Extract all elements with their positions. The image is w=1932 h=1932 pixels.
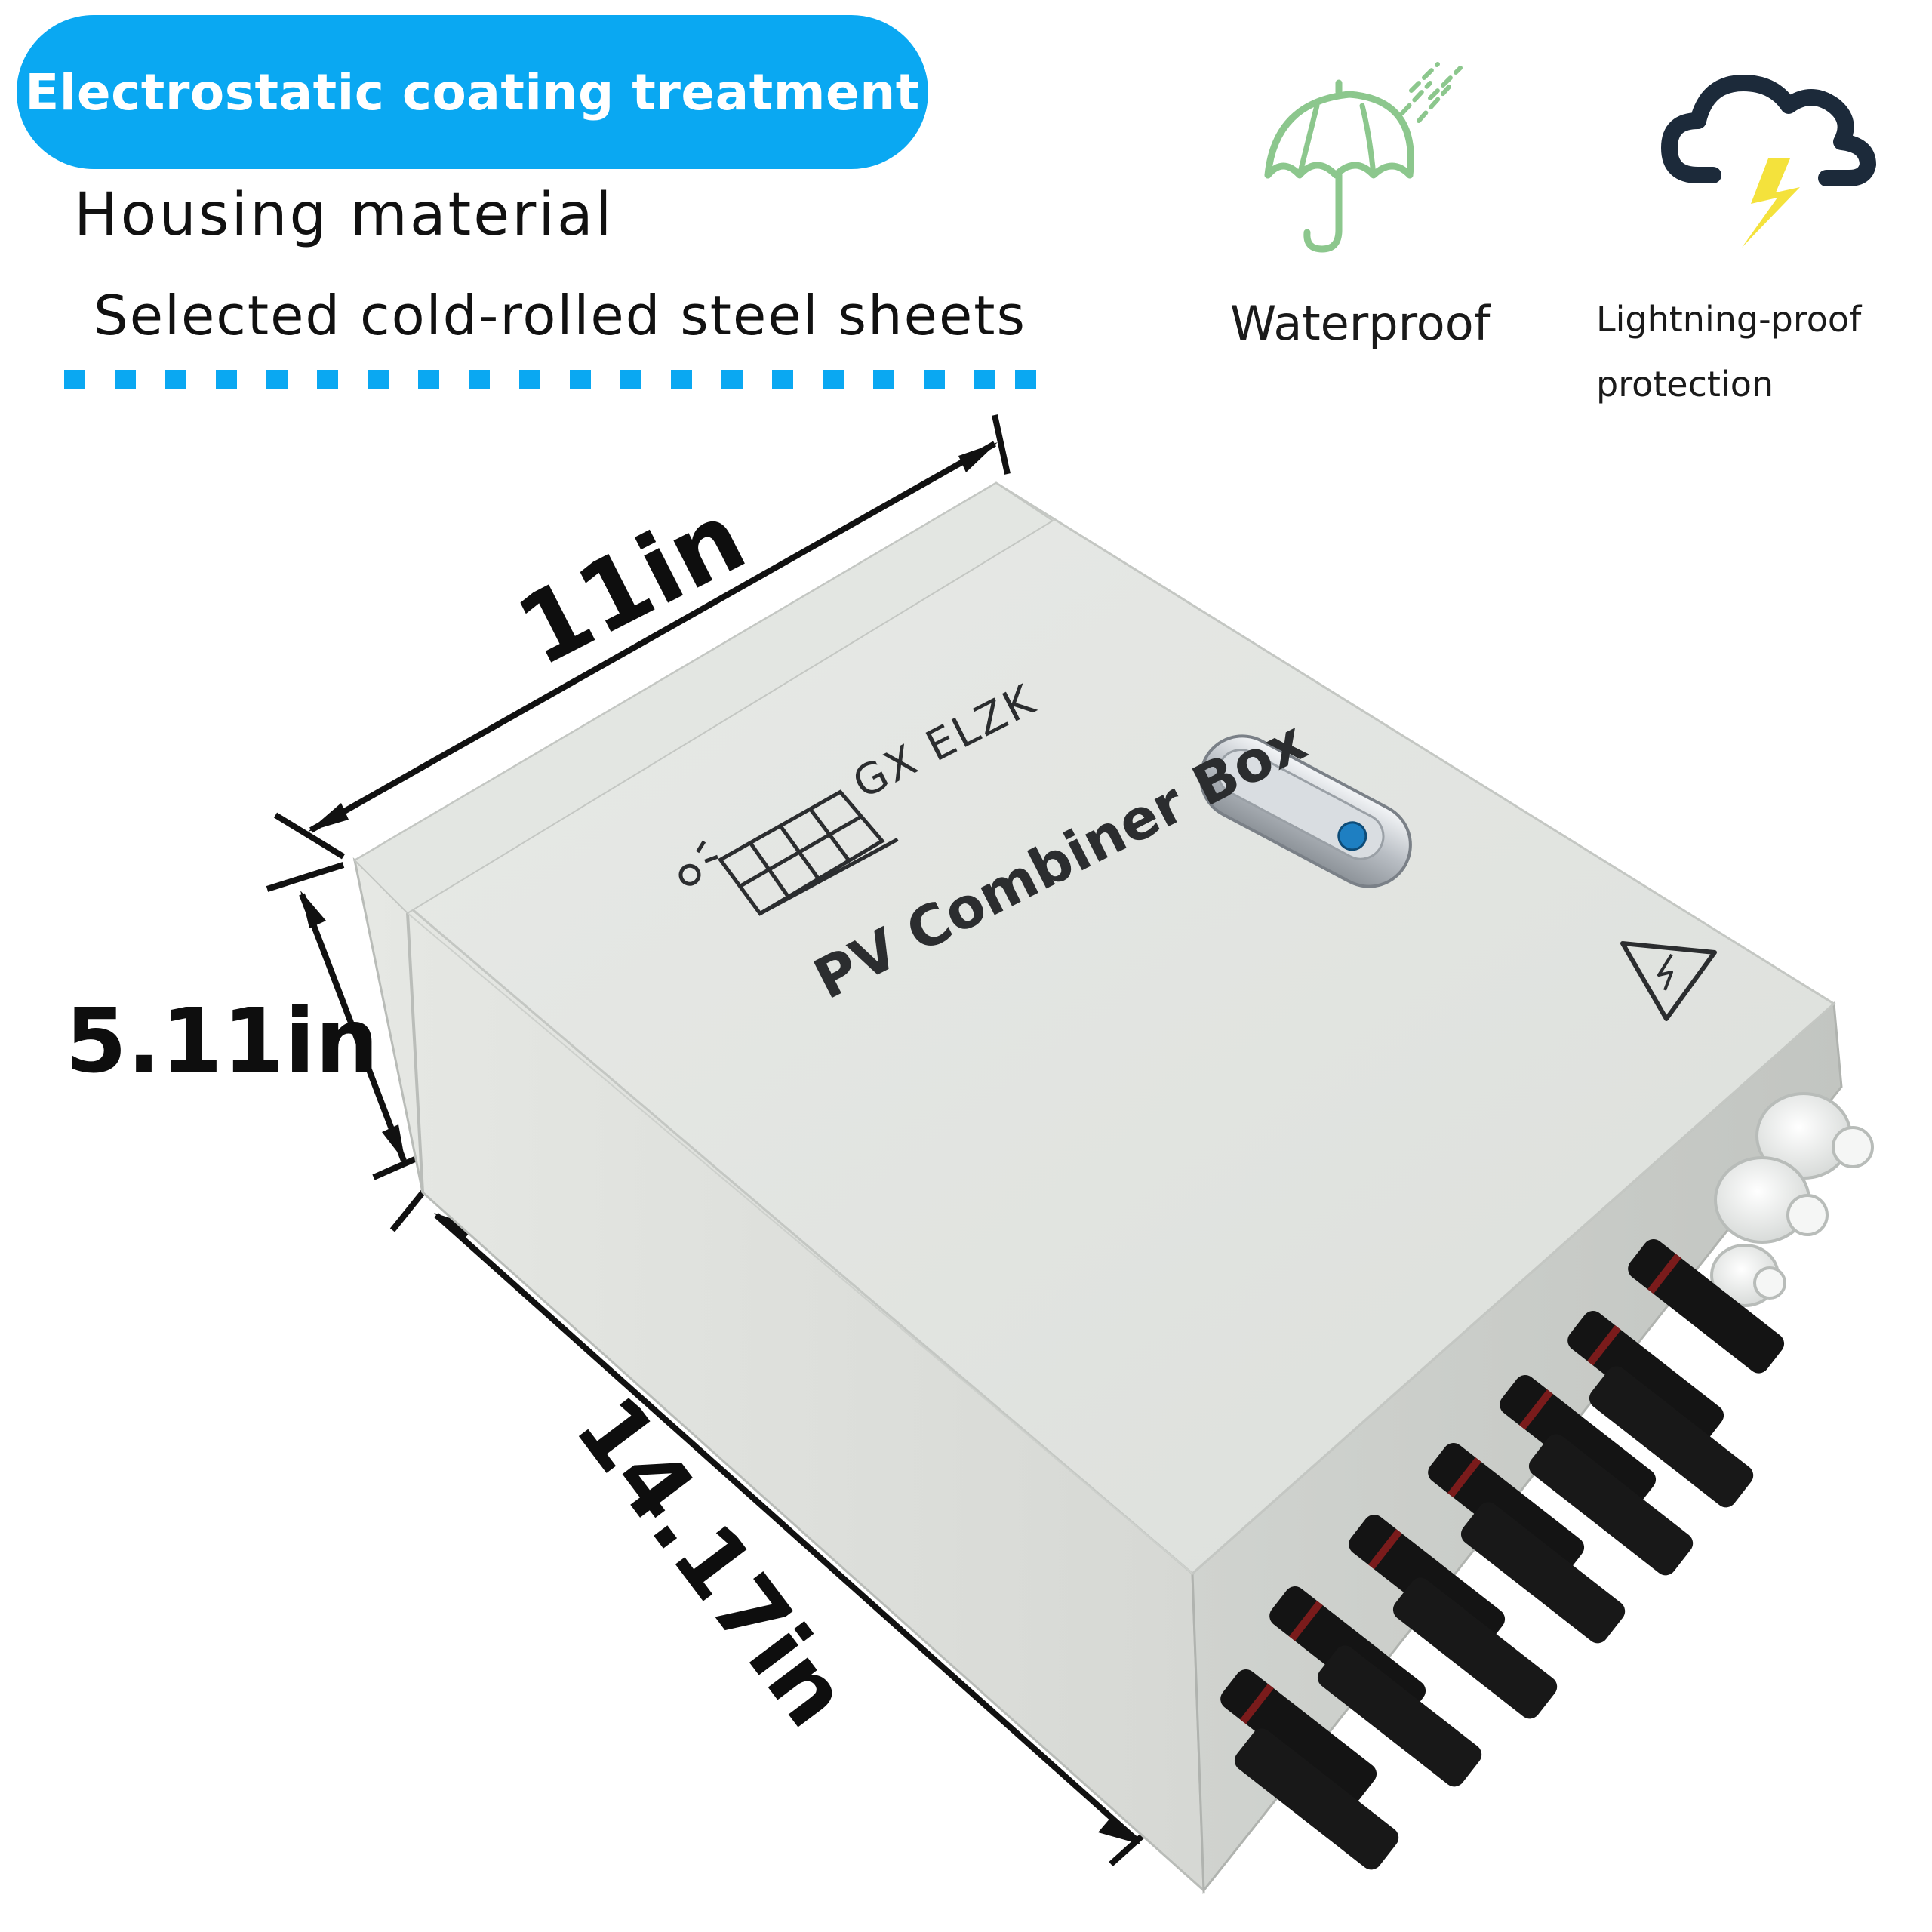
dotted-underline	[64, 370, 1036, 389]
cable-glands	[1710, 1092, 1874, 1307]
cloud-lightning-icon	[1661, 75, 1876, 248]
lightning-proof-label: Lightning-proof protection	[1596, 287, 1861, 417]
door-latch-handle[interactable]	[1186, 721, 1426, 901]
waterproof-label: Waterproof	[1230, 296, 1491, 351]
high-voltage-warning-icon	[1620, 941, 1717, 1021]
mc4-connectors	[1220, 1239, 1785, 1870]
coating-badge-text: Electrostatic coating treatment	[25, 63, 920, 122]
coating-badge: Electrostatic coating treatment	[17, 15, 928, 169]
combiner-box-enclosure	[352, 481, 1843, 1894]
height-dimension-label: 5.11in	[65, 989, 379, 1093]
umbrella-rain-icon	[1264, 62, 1463, 253]
housing-material-heading: Housing material	[74, 181, 614, 249]
lightning-proof-line1: Lightning-proof	[1596, 299, 1862, 340]
housing-material-value: Selected cold-rolled steel sheets	[94, 284, 1026, 347]
lightning-proof-line2: protection	[1596, 364, 1774, 405]
solar-panel-logo-icon	[678, 789, 899, 916]
